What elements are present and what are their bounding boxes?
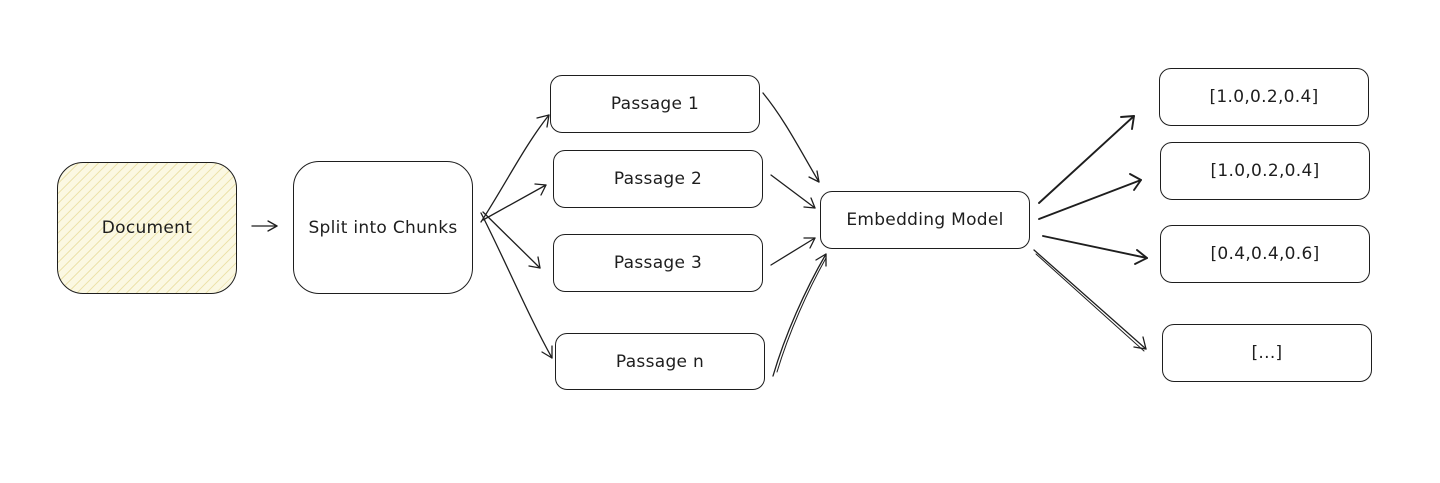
vector-3-label: [0.4,0.4,0.6] — [1210, 244, 1320, 264]
vector-4-label: [...] — [1251, 343, 1283, 363]
document-label: Document — [101, 218, 193, 238]
document-node: Document — [57, 162, 237, 294]
passage-2-label: Passage 2 — [613, 169, 703, 189]
passage-n-label: Passage n — [615, 351, 705, 372]
vector-1-node: [1.0,0.2,0.4] — [1159, 68, 1369, 126]
vector-2-label: [1.0,0.2,0.4] — [1210, 161, 1320, 181]
passage-1-label: Passage 1 — [610, 94, 700, 114]
passage-n-node: Passage n — [555, 333, 765, 390]
embedding-model-label: Embedding Model — [846, 210, 1004, 230]
vector-4-node: [...] — [1162, 324, 1372, 382]
arrow-split-to-passage-n — [480, 212, 553, 359]
vector-1-label: [1.0,0.2,0.4] — [1209, 87, 1319, 107]
arrow-model-to-vector-3 — [1042, 235, 1148, 265]
arrow-split-to-passage-2 — [482, 183, 547, 221]
embedding-model-node: Embedding Model — [820, 191, 1030, 249]
vector-3-node: [0.4,0.4,0.6] — [1160, 225, 1370, 283]
arrow-model-to-vector-2 — [1038, 173, 1142, 220]
arrow-passage-2-to-model — [770, 174, 816, 209]
arrow-split-to-passage-1 — [480, 114, 550, 223]
arrow-passage-1-to-model — [762, 92, 820, 183]
vector-2-node: [1.0,0.2,0.4] — [1160, 142, 1370, 200]
arrow-document-to-split — [251, 220, 278, 232]
passage-3-label: Passage 3 — [613, 253, 703, 273]
passage-1-node: Passage 1 — [550, 75, 760, 133]
arrow-passage-3-to-model — [770, 237, 816, 266]
passage-2-node: Passage 2 — [553, 150, 763, 208]
passage-3-node: Passage 3 — [553, 234, 763, 292]
split-into-chunks-label: Split into Chunks — [308, 217, 458, 238]
arrow-model-to-vector-4 — [1033, 249, 1147, 352]
arrow-passage-n-to-model — [772, 253, 827, 377]
split-into-chunks-node: Split into Chunks — [293, 161, 473, 294]
arrow-model-to-vector-1 — [1038, 115, 1135, 204]
arrow-split-to-passage-3 — [482, 211, 541, 269]
